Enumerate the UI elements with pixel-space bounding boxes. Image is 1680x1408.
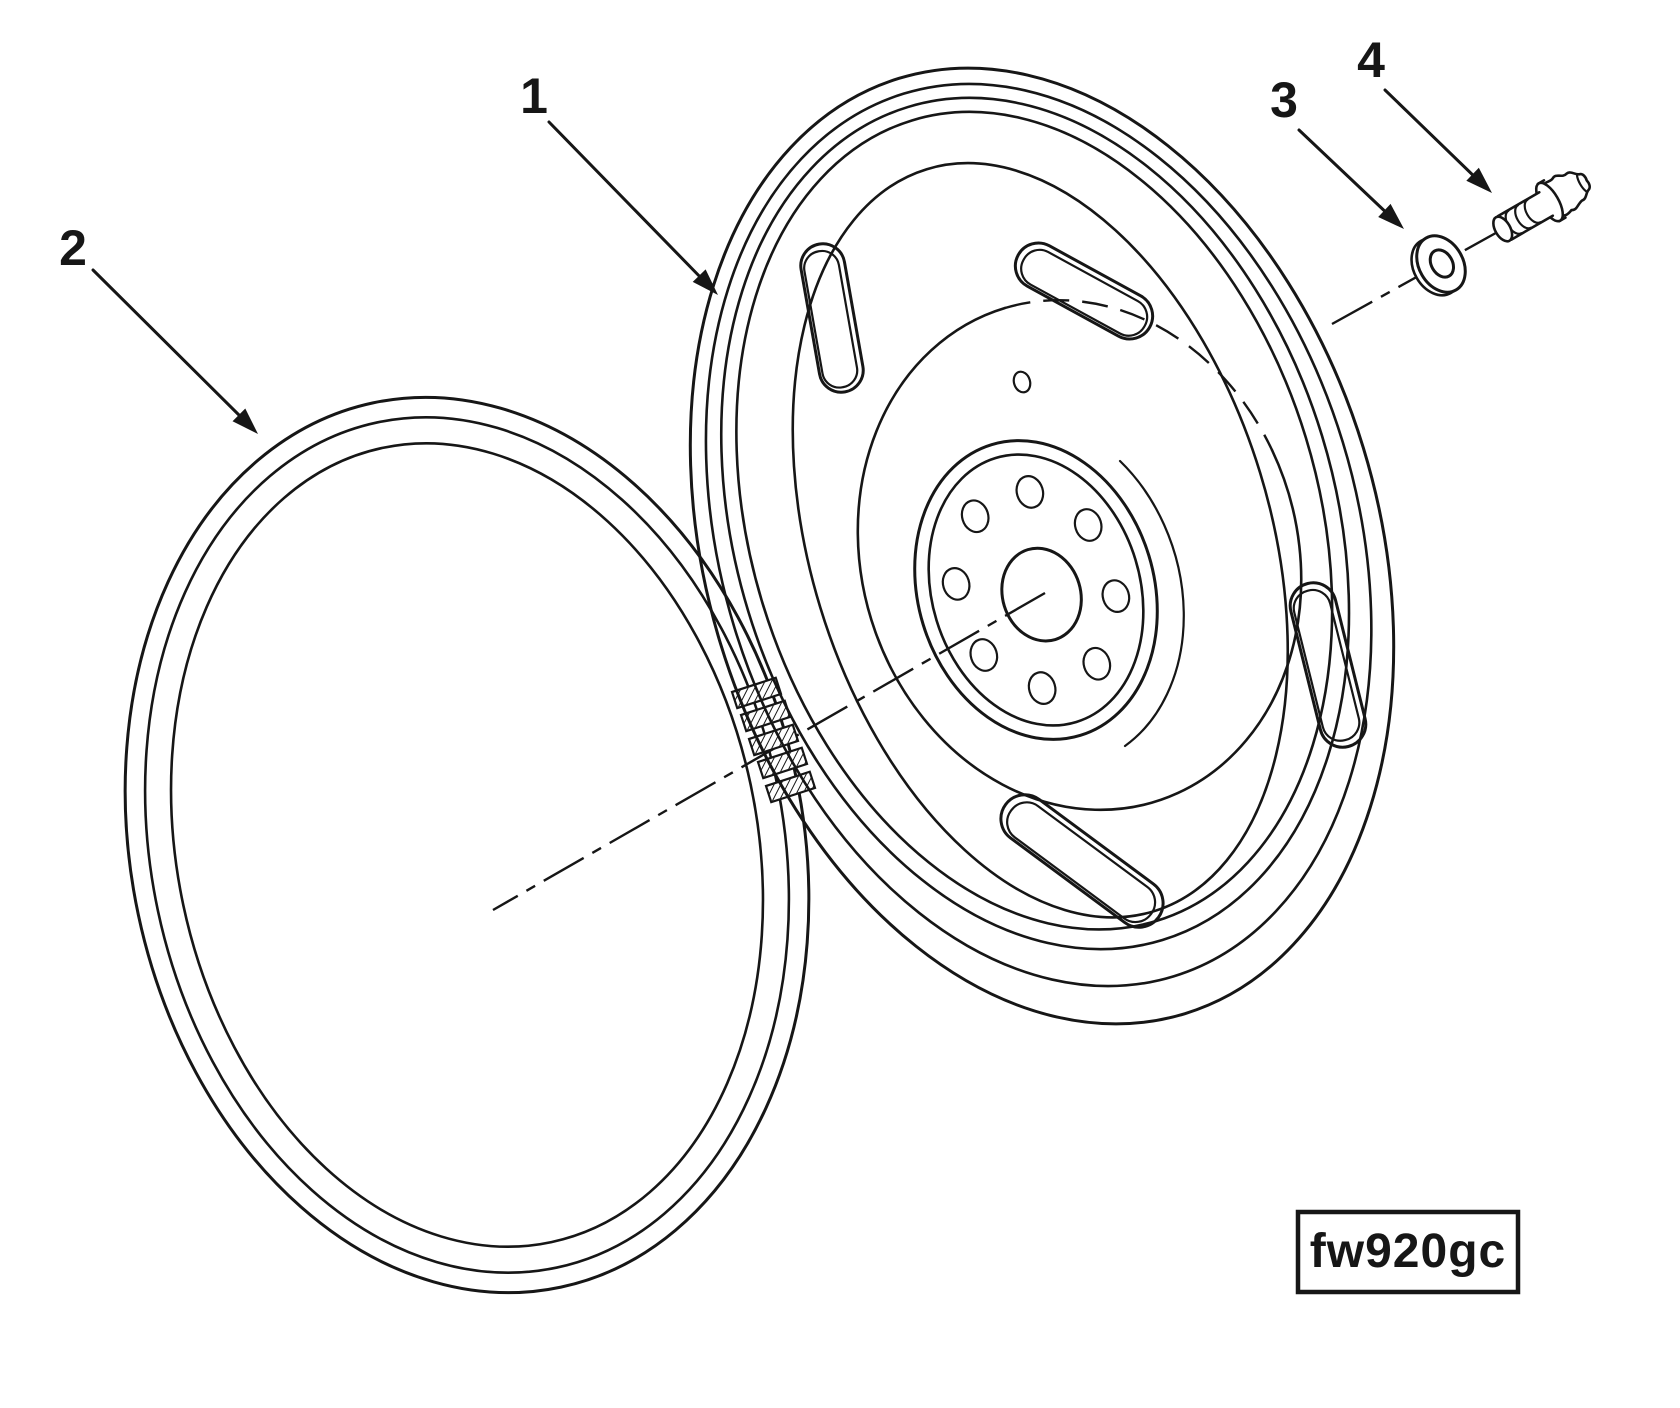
callout-1-arrow	[547, 120, 708, 285]
washer-part	[1410, 234, 1467, 297]
flywheel-recess-arc	[1118, 459, 1185, 748]
flywheel-inner-face-dashed	[1004, 298, 1274, 451]
flywheel-part	[688, 66, 1396, 1026]
callout-4: 4	[1357, 32, 1492, 193]
ring-gear-teeth-detail	[730, 676, 817, 804]
flywheel-hub	[913, 439, 1159, 741]
ring-gear-part	[123, 395, 811, 1295]
callout-4-arrow	[1383, 88, 1482, 184]
figure-code-box: fw920gc	[1295, 1209, 1521, 1295]
flywheel-slot-bottom	[999, 793, 1165, 929]
flywheel-inner-face	[856, 306, 1303, 812]
callout-3: 3	[1270, 72, 1404, 229]
bolt-part	[1492, 171, 1592, 243]
callout-1: 1	[520, 68, 718, 295]
callout-4-label: 4	[1357, 32, 1385, 88]
callout-2: 2	[59, 220, 258, 434]
figure-code-text: fw920gc	[1310, 1225, 1506, 1278]
callout-2-label: 2	[59, 220, 87, 276]
flywheel-slot-top	[1013, 241, 1155, 341]
callout-2-arrow	[91, 268, 248, 424]
callout-1-label: 1	[520, 68, 548, 124]
callout-3-label: 3	[1270, 72, 1298, 128]
flywheel-slot-right	[1288, 581, 1368, 749]
callout-3-arrow	[1297, 128, 1394, 220]
flywheel-slot-left	[799, 242, 865, 394]
flywheel-small-hole	[1012, 370, 1032, 394]
